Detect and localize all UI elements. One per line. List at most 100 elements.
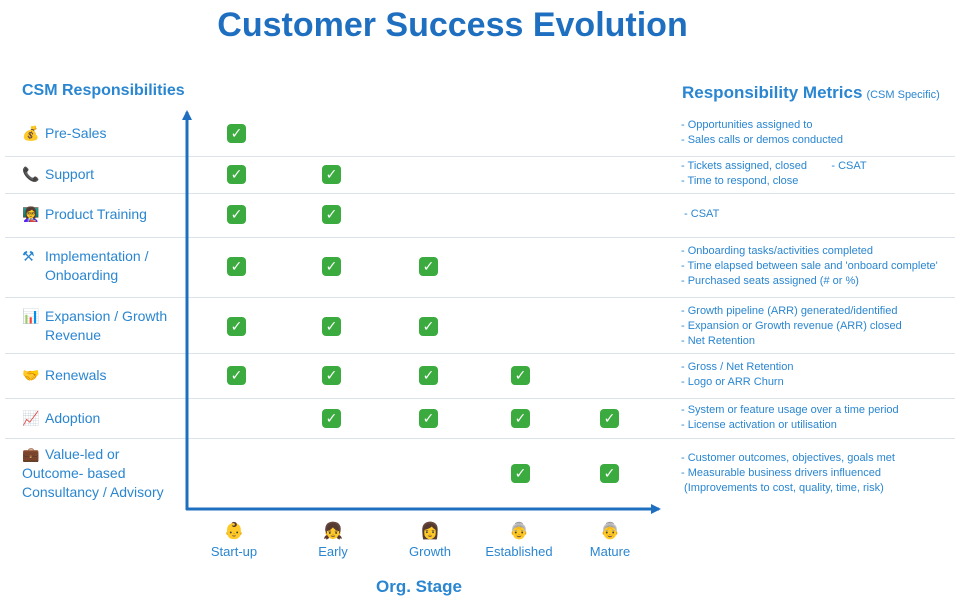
metric-line: - License activation or utilisation xyxy=(681,419,837,431)
metrics-product-training: - CSAT xyxy=(681,207,719,222)
check-mark-icon: ✓ xyxy=(419,366,438,385)
check-mark-icon: ✓ xyxy=(419,409,438,428)
metrics-heading: Responsibility Metrics(CSM Specific) xyxy=(682,83,940,103)
check-mark-icon: ✓ xyxy=(419,257,438,276)
check-mark-icon: ✓ xyxy=(227,366,246,385)
metrics-support: - Tickets assigned, closed - CSAT- Time … xyxy=(681,159,867,189)
row-label-text: Support xyxy=(45,165,95,182)
check-mark-icon: ✓ xyxy=(322,205,341,224)
check-mark-icon: ✓ xyxy=(227,124,246,143)
metric-line: - Customer outcomes, objectives, goals m… xyxy=(681,451,895,464)
row-label-line: 📞Support xyxy=(22,165,94,184)
row-divider xyxy=(5,438,955,439)
check-mark-icon: ✓ xyxy=(419,317,438,336)
check-mark-icon: ✓ xyxy=(322,409,341,428)
metric-line: - Tickets assigned, closed - CSAT xyxy=(681,160,867,172)
handshake-icon: 🤝 xyxy=(22,366,40,383)
metric-line: - Time elapsed between sale and 'onboard… xyxy=(681,259,938,272)
metrics-renewals: - Gross / Net Retention - Logo or ARR Chu… xyxy=(681,360,794,390)
metric-line: - Onboarding tasks/activities completed xyxy=(681,244,873,257)
chart-increasing-icon: 📈 xyxy=(22,409,40,426)
row-label-line: 💼 Value-led or xyxy=(22,445,164,464)
row-label-support: 📞Support xyxy=(22,165,94,184)
row-label-line: 💰 Pre-Sales xyxy=(22,124,106,143)
metrics-implementation: - Onboarding tasks/activities completed -… xyxy=(681,244,938,289)
check-mark-icon: ✓ xyxy=(600,409,619,428)
row-label-line: 📈Adoption xyxy=(22,409,100,428)
stage-label: Established xyxy=(485,544,553,559)
stage-label: Growth xyxy=(409,544,451,559)
row-divider xyxy=(5,398,955,399)
check-mark-icon: ✓ xyxy=(322,165,341,184)
check-mark-icon: ✓ xyxy=(227,257,246,276)
row-label-text: Implementation / xyxy=(45,248,149,264)
check-mark-icon: ✓ xyxy=(600,464,619,483)
older-woman-face-icon: 👵 xyxy=(509,523,529,540)
metric-line: - Net Retention xyxy=(681,334,755,347)
row-divider xyxy=(5,353,955,354)
row-divider xyxy=(5,193,955,194)
stage-early: 👧Early xyxy=(293,522,373,559)
elderly-woman-face-icon: 👵 xyxy=(600,523,620,540)
metrics-expansion: - Growth pipeline (ARR) generated/identi… xyxy=(681,304,902,349)
row-label-line: Revenue xyxy=(22,326,167,345)
stage-established: 👵 Established xyxy=(479,522,559,559)
metric-line: - Expansion or Growth revenue (ARR) clos… xyxy=(681,319,902,332)
row-label-product-training: 👩‍🏫 Product Training xyxy=(22,205,147,224)
row-label-text: Outcome- based xyxy=(22,464,126,481)
row-label-line: 📊Expansion / Growth xyxy=(22,307,167,326)
check-mark-icon: ✓ xyxy=(322,257,341,276)
check-mark-icon: ✓ xyxy=(227,317,246,336)
row-label-line: ⚒ Implementation / xyxy=(22,247,149,266)
row-label-line: 👩‍🏫 Product Training xyxy=(22,205,147,224)
row-label-pre-sales: 💰 Pre-Sales xyxy=(22,124,106,143)
row-label-text: Revenue xyxy=(45,327,102,343)
check-mark-icon: ✓ xyxy=(511,464,530,483)
check-mark-icon: ✓ xyxy=(322,317,341,336)
row-label-text: Value-led or xyxy=(45,445,120,462)
metric-line: - Opportunities assigned to xyxy=(681,119,813,131)
check-mark-icon: ✓ xyxy=(322,366,341,385)
stage-label: Mature xyxy=(589,544,631,559)
row-divider xyxy=(5,297,955,298)
row-label-text: Expansion / Growth xyxy=(45,308,168,324)
teacher-icon: 👩‍🏫 xyxy=(22,205,40,222)
metrics-heading-sub: (CSM Specific) xyxy=(866,89,940,101)
money-bag-icon: 💰 xyxy=(22,124,40,141)
baby-face-icon: 👶 xyxy=(224,523,244,540)
row-label-text: Onboarding xyxy=(45,267,119,283)
stage-label: Start-up xyxy=(210,544,258,559)
check-mark-icon: ✓ xyxy=(511,366,530,385)
tools-icon: ⚒ xyxy=(22,248,35,264)
row-label-line: Outcome- based xyxy=(22,464,164,483)
metric-line: - Purchased seats assigned (# or %) xyxy=(681,274,859,287)
row-divider xyxy=(5,156,955,157)
row-label-text: Product Training xyxy=(45,205,147,222)
metric-line: - Gross / Net Retention xyxy=(681,361,794,373)
row-label-text: Pre-Sales xyxy=(45,124,107,141)
metric-line: - Sales calls or demos conducted xyxy=(681,134,844,146)
page-title: Customer Success Evolution xyxy=(217,6,688,44)
row-label-implementation: ⚒ Implementation / Onboarding xyxy=(22,247,149,285)
stage-growth: 👩 Growth xyxy=(390,522,470,559)
metric-line: - Logo or ARR Churn xyxy=(681,376,784,388)
woman-face-icon: 👩 xyxy=(420,523,440,540)
metric-line: - Growth pipeline (ARR) generated/identi… xyxy=(681,304,898,317)
stage-start-up: 👶 Start-up xyxy=(194,522,274,559)
x-axis-label: Org. Stage xyxy=(376,577,462,596)
metrics-heading-text: Responsibility Metrics xyxy=(682,83,863,102)
stage-label: Early xyxy=(318,544,348,559)
row-label-renewals: 🤝Renewals xyxy=(22,366,106,385)
responsibilities-heading: CSM Responsibilities xyxy=(22,82,185,99)
metric-line: - Measurable business drivers influenced xyxy=(681,466,881,479)
briefcase-icon: 💼 xyxy=(22,445,40,462)
metric-line: - System or feature usage over a time pe… xyxy=(681,404,899,416)
stage-mature: 👵 Mature xyxy=(570,522,650,559)
row-label-adoption: 📈Adoption xyxy=(22,409,100,428)
row-label-line: Onboarding xyxy=(22,266,149,285)
metrics-value-led: - Customer outcomes, objectives, goals m… xyxy=(681,451,895,496)
row-divider xyxy=(5,237,955,238)
metrics-pre-sales: - Opportunities assigned to - Sales calls… xyxy=(681,118,843,148)
